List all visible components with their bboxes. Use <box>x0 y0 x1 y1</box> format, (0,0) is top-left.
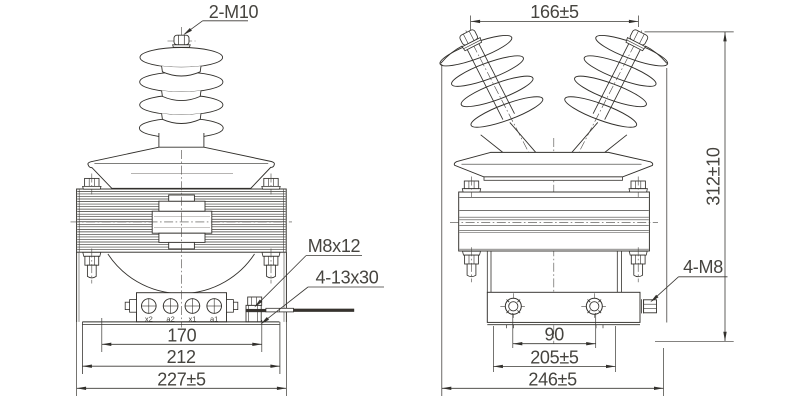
svg-text:x2: x2 <box>145 314 153 323</box>
svg-text:246±5: 246±5 <box>528 369 577 389</box>
svg-text:4-13x30: 4-13x30 <box>316 268 379 288</box>
svg-text:a2: a2 <box>166 314 174 323</box>
svg-text:a1: a1 <box>210 314 218 323</box>
svg-text:227±5: 227±5 <box>157 369 206 389</box>
svg-text:205±5: 205±5 <box>530 347 579 367</box>
svg-text:166±5: 166±5 <box>530 2 579 22</box>
svg-text:x1: x1 <box>188 314 196 323</box>
svg-text:312±10: 312±10 <box>704 147 724 205</box>
svg-text:212: 212 <box>167 347 196 367</box>
svg-text:4-M8: 4-M8 <box>683 257 723 277</box>
svg-text:90: 90 <box>545 325 565 345</box>
svg-text:170: 170 <box>167 325 196 345</box>
svg-text:M8x12: M8x12 <box>308 236 361 256</box>
svg-text:2-M10: 2-M10 <box>209 2 259 22</box>
